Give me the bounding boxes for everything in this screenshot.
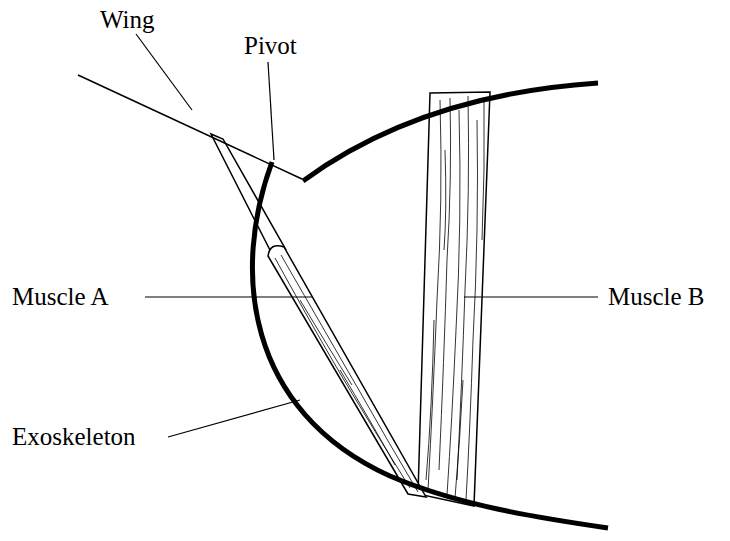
muscle-a xyxy=(268,246,426,497)
part-label: Muscle B xyxy=(608,283,705,311)
leader-lines xyxy=(136,34,598,437)
part-label: Exoskeleton xyxy=(12,423,136,451)
muscle-fibres xyxy=(426,96,484,500)
muscle-fibres xyxy=(275,255,418,492)
exoskeleton xyxy=(303,83,598,181)
part-label: Muscle A xyxy=(12,283,109,311)
wing xyxy=(78,75,302,179)
part-label: Wing xyxy=(100,6,155,34)
muscle-b xyxy=(418,92,490,506)
wing-rod xyxy=(211,134,286,256)
exoskeleton xyxy=(252,162,608,528)
part-label: Pivot xyxy=(244,32,297,60)
